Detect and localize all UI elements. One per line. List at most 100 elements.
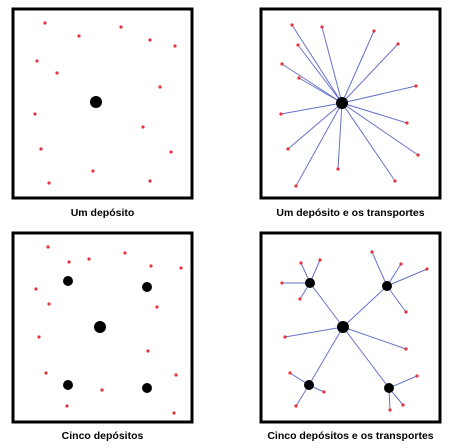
caption-um-deposito-transportes: Um depósito e os transportes <box>276 207 425 219</box>
customer-point <box>37 335 41 339</box>
customer-point <box>123 251 127 255</box>
route-line <box>386 285 407 313</box>
route-line <box>337 102 343 170</box>
frame-cinco-depositos-transportes <box>259 231 442 424</box>
route-line <box>341 102 419 156</box>
route-line <box>341 102 396 182</box>
customer-point <box>297 76 301 80</box>
customer-point <box>279 112 283 116</box>
customer-point <box>146 349 150 353</box>
customer-point <box>44 371 48 375</box>
customer-point <box>299 261 303 265</box>
customer-point <box>372 29 376 33</box>
depot-link-line <box>342 285 388 328</box>
caption-um-deposito: Um depósito <box>70 207 135 219</box>
customer-point <box>148 179 152 183</box>
customer-point <box>173 44 177 48</box>
customer-point <box>286 147 290 151</box>
route-line <box>295 102 343 187</box>
customer-point <box>370 250 374 254</box>
depot-point <box>337 321 349 333</box>
frame-cinco-depositos <box>11 231 194 424</box>
route-line <box>341 85 417 104</box>
customer-point <box>280 62 284 66</box>
depot-point <box>384 383 394 393</box>
customer-point <box>415 374 419 378</box>
customer-point <box>425 267 429 271</box>
customer-point <box>336 167 340 171</box>
route-line <box>371 251 388 287</box>
depots-layer <box>63 96 394 393</box>
customer-point <box>296 43 300 47</box>
route-line <box>321 26 343 104</box>
customer-point <box>148 38 152 42</box>
route-line <box>280 102 343 115</box>
customer-point <box>77 34 81 38</box>
depot-link-line <box>308 326 344 386</box>
customer-point <box>414 84 418 88</box>
frame-um-deposito <box>11 7 194 200</box>
customer-point <box>294 404 298 408</box>
depot-point <box>305 278 315 288</box>
customer-point <box>393 179 397 183</box>
customer-point <box>405 121 409 125</box>
route-line <box>341 43 399 104</box>
customer-point <box>43 21 47 25</box>
customer-point <box>290 23 294 27</box>
route-line <box>291 24 343 104</box>
depot-link-line <box>309 282 344 328</box>
route-line <box>388 375 418 389</box>
depot-point <box>304 380 314 390</box>
route-line <box>341 30 375 104</box>
depot-point <box>90 96 102 108</box>
route-line <box>342 326 407 350</box>
customer-point <box>155 305 159 309</box>
customers-layer <box>33 21 429 415</box>
route-line <box>281 63 343 104</box>
depot-point <box>142 383 152 393</box>
routes-layer <box>280 24 428 411</box>
customer-point <box>294 184 298 188</box>
depot-point <box>336 97 348 109</box>
route-line <box>341 102 408 124</box>
customer-point <box>280 281 284 285</box>
customer-point <box>91 169 95 173</box>
customer-point <box>67 260 71 264</box>
customer-point <box>320 25 324 29</box>
customer-point <box>283 335 287 339</box>
customer-point <box>288 371 292 375</box>
customer-point <box>401 403 405 407</box>
route-line <box>298 77 343 104</box>
depot-link-line <box>342 326 390 389</box>
depot-point <box>63 380 73 390</box>
customer-point <box>149 264 153 268</box>
customer-point <box>416 153 420 157</box>
route-line <box>386 268 428 287</box>
route-line <box>297 44 343 104</box>
customer-point <box>174 373 178 377</box>
customer-point <box>100 388 104 392</box>
depot-point <box>142 282 152 292</box>
customer-point <box>404 347 408 351</box>
customer-point <box>33 112 37 116</box>
customer-point <box>322 390 326 394</box>
customer-point <box>34 287 38 291</box>
customer-point <box>55 71 59 75</box>
customer-point <box>87 257 91 261</box>
customer-point <box>172 411 176 415</box>
customer-point <box>119 25 123 29</box>
customer-point <box>169 150 173 154</box>
customer-point <box>179 266 183 270</box>
customer-point <box>35 59 39 63</box>
customer-point <box>47 181 51 185</box>
depot-point <box>63 276 73 286</box>
caption-cinco-depositos: Cinco depósitos <box>61 430 144 442</box>
customer-point <box>396 42 400 46</box>
customer-point <box>318 258 322 262</box>
route-line <box>284 326 344 338</box>
customer-point <box>298 297 302 301</box>
customer-point <box>65 404 69 408</box>
customer-point <box>39 147 43 151</box>
